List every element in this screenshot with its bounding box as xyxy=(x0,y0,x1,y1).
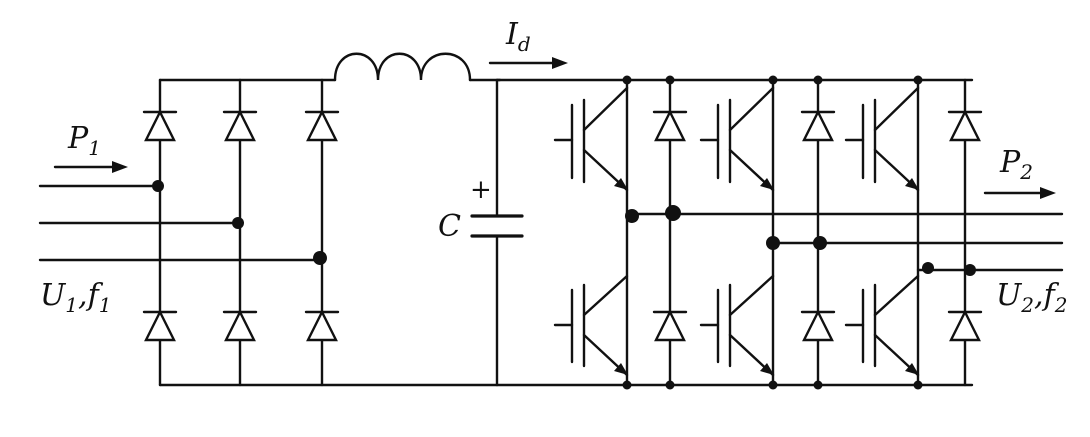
igbt-lower-2 xyxy=(699,274,775,377)
diode-inv-lower-2 xyxy=(800,309,836,342)
junction-dot xyxy=(232,217,244,229)
junction-dot xyxy=(813,380,823,390)
diode-rect-upper-3 xyxy=(304,109,340,142)
label-u1-f1: U1,f1 xyxy=(40,278,111,317)
junction-dot xyxy=(768,75,778,85)
diode-inv-lower-3 xyxy=(947,309,983,342)
label-capacitor: C xyxy=(438,209,461,244)
junction-dot xyxy=(922,262,934,274)
junction-dot xyxy=(622,380,632,390)
diode-rect-lower-2 xyxy=(222,309,258,342)
p2-arrow xyxy=(983,187,1056,199)
inductor xyxy=(333,52,502,82)
diode-rect-upper-1 xyxy=(142,109,178,142)
label-capacitor-plus: + xyxy=(470,175,492,205)
junction-dot xyxy=(665,205,681,221)
junction-dot xyxy=(813,75,823,85)
capacitor xyxy=(470,78,524,387)
igbt-lower-1 xyxy=(553,274,629,377)
junction-dot xyxy=(313,251,327,265)
diode-inv-upper-3 xyxy=(947,109,983,142)
p1-arrow xyxy=(53,161,128,173)
diode-inv-upper-2 xyxy=(800,109,836,142)
junction-dot xyxy=(913,380,923,390)
diode-rect-upper-2 xyxy=(222,109,258,142)
junction-dot xyxy=(913,75,923,85)
label-p1: P1 xyxy=(67,121,101,160)
diode-rect-lower-3 xyxy=(304,309,340,342)
label-id: Id xyxy=(505,17,531,56)
junction-dot xyxy=(152,180,164,192)
junction-dot xyxy=(766,236,780,250)
dc-link xyxy=(470,78,974,387)
igbt-lower-3 xyxy=(844,274,920,377)
junction-dot xyxy=(665,380,675,390)
diode-rect-lower-1 xyxy=(142,309,178,342)
igbt-upper-1 xyxy=(553,86,629,192)
label-u2-f2: U2,f2 xyxy=(996,278,1067,317)
junction-dot xyxy=(813,236,827,250)
inverter xyxy=(553,75,1064,390)
junction-dot xyxy=(665,75,675,85)
label-p2: P2 xyxy=(999,145,1033,184)
rectifier-bridge xyxy=(38,78,499,387)
id-arrow xyxy=(488,57,568,69)
igbt-upper-2 xyxy=(699,86,775,192)
igbt-upper-3 xyxy=(844,86,920,192)
junction-dot xyxy=(625,209,639,223)
junction-dot xyxy=(768,380,778,390)
diode-inv-upper-1 xyxy=(652,109,688,142)
junction-dot xyxy=(622,75,632,85)
diode-inv-lower-1 xyxy=(652,309,688,342)
junction-dot xyxy=(964,264,976,276)
